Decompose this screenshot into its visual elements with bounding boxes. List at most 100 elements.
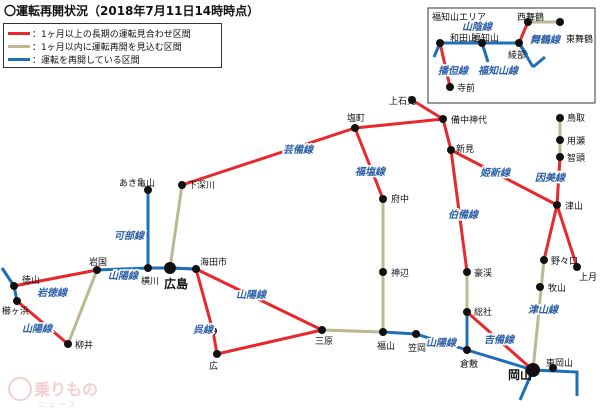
station-label: 櫛ヶ浜 bbox=[2, 305, 29, 317]
track-gantoku bbox=[13, 268, 98, 288]
line-label: 舞鶴線 bbox=[530, 34, 562, 46]
station-dot bbox=[144, 264, 152, 272]
station-dot bbox=[144, 186, 152, 194]
station-label: 新見 bbox=[456, 143, 474, 155]
line-label: 山陰線 bbox=[462, 21, 494, 33]
station-dot bbox=[318, 326, 326, 334]
station-dot bbox=[463, 268, 471, 276]
track-kure bbox=[194, 268, 323, 356]
station-label: 鳥取 bbox=[567, 112, 585, 124]
station-dot bbox=[549, 364, 557, 372]
station-dot bbox=[213, 350, 221, 358]
station-label: あき亀山 bbox=[119, 177, 155, 189]
legend-text: ：運転を再開している区間 bbox=[32, 55, 140, 66]
station-label: 和田山 bbox=[450, 33, 477, 44]
track-sanyo-mihara-fukuyama bbox=[321, 328, 384, 334]
watermark-logo: 乗りもの ニュース bbox=[8, 377, 98, 409]
station-label: 海田市 bbox=[200, 256, 227, 268]
station-dot bbox=[556, 114, 564, 122]
station-label: 福知山 bbox=[472, 32, 499, 44]
tracks bbox=[0, 98, 579, 401]
track-sanyo-iwakuni-yanai bbox=[66, 269, 99, 345]
station-label: 備中神代 bbox=[451, 114, 487, 126]
station-dot bbox=[478, 39, 486, 47]
station-dot-major bbox=[526, 363, 540, 377]
station-dot bbox=[524, 18, 532, 26]
station-dot bbox=[93, 266, 101, 274]
station-label: 牧山 bbox=[548, 282, 566, 294]
station-label: 東岡山 bbox=[546, 357, 573, 369]
station-dot bbox=[553, 201, 561, 209]
station-label-major: 岡山 bbox=[508, 367, 532, 382]
station-dot bbox=[446, 83, 454, 91]
station-label: 智頭 bbox=[567, 152, 585, 164]
station-dot-major bbox=[164, 262, 176, 274]
legend-swatch-tan bbox=[8, 44, 30, 48]
station-label: 笠岡 bbox=[408, 342, 426, 354]
line-label: 山陽線 bbox=[108, 270, 140, 282]
station-dot bbox=[536, 283, 544, 291]
station-dot bbox=[192, 265, 200, 273]
track-sanyo-okayama-east bbox=[532, 368, 579, 396]
track-geibi-niimi bbox=[441, 118, 453, 151]
station-dot bbox=[447, 146, 455, 154]
station-dot bbox=[379, 268, 387, 276]
station-dot bbox=[540, 256, 548, 264]
line-label: 芸備線 bbox=[283, 144, 315, 156]
station-label: 神辺 bbox=[391, 267, 409, 279]
line-label: 山陽線 bbox=[426, 337, 458, 349]
legend-swatch-blue bbox=[8, 57, 30, 61]
logo-mark-icon bbox=[8, 377, 32, 401]
station-label: 綾部 bbox=[508, 49, 526, 61]
station-label: 下深川 bbox=[188, 180, 215, 191]
station-dot bbox=[408, 96, 416, 104]
station-dot bbox=[556, 136, 564, 144]
inset-frame bbox=[427, 7, 596, 104]
track-kibi bbox=[466, 310, 536, 374]
track-fukuen-north bbox=[353, 127, 385, 200]
station-dot bbox=[10, 282, 18, 290]
track-hakubi bbox=[449, 149, 469, 273]
station-label: 西舞鶴 bbox=[517, 11, 544, 23]
legend-text: ：1ヶ月以上の長期の運転見合わせ区間 bbox=[32, 29, 191, 40]
line-label: 伯備線 bbox=[448, 209, 480, 221]
track-sanyo-west bbox=[96, 266, 197, 272]
track-hakubi-north bbox=[411, 98, 444, 121]
legend-item-long-term: ：1ヶ月以上の長期の運転見合わせ区間 bbox=[8, 27, 191, 40]
station-label: 徳山 bbox=[22, 274, 40, 286]
legend-text: ：1ヶ月以内に運転再開を見込む区間 bbox=[32, 42, 182, 53]
track-tsuyama-north bbox=[542, 204, 559, 261]
track-geibi-west bbox=[168, 184, 184, 269]
logo-text: 乗りもの bbox=[34, 380, 98, 399]
station-dot bbox=[209, 327, 217, 335]
track-kishin-kamitsuki bbox=[555, 204, 579, 268]
legend-swatch-red bbox=[8, 31, 30, 35]
track-kishin bbox=[450, 148, 558, 207]
line-label: 因美線 bbox=[535, 172, 567, 184]
line-label: 福塩線 bbox=[355, 166, 387, 178]
station-dot bbox=[556, 18, 564, 26]
station-label: 総社 bbox=[474, 306, 492, 318]
station-label: 岩国 bbox=[89, 256, 107, 268]
line-label: 可部線 bbox=[114, 230, 146, 242]
inset-title: 福知山エリア bbox=[432, 11, 486, 23]
station-dot bbox=[463, 308, 471, 316]
stations bbox=[10, 96, 581, 377]
station-labels: 上石見 備中神代 新見 塩町 下深川 あき亀山 府中 神辺 福山 笠岡 倉敷 岡… bbox=[2, 96, 597, 382]
line-labels: 芸備線 福塩線 伯備線 姫新線 因美線 津山線 吉備線 山陽線 山陽線 呉線 可… bbox=[21, 143, 569, 351]
station-dot bbox=[412, 330, 420, 338]
station-dot bbox=[463, 346, 471, 354]
station-dot bbox=[351, 124, 359, 132]
station-label: 上月 bbox=[579, 272, 597, 283]
station-label: 津山 bbox=[565, 201, 583, 212]
station-dot bbox=[439, 115, 447, 123]
station-dot bbox=[515, 39, 523, 47]
line-label: 岩徳線 bbox=[37, 287, 69, 299]
legend-item-within-month: ：1ヶ月以内に運転再開を見込む区間 bbox=[8, 40, 182, 53]
station-label: 三原 bbox=[315, 336, 333, 347]
line-label: 福知山線 bbox=[478, 65, 520, 77]
line-label: 播但線 bbox=[438, 65, 470, 77]
station-dot bbox=[573, 263, 581, 271]
station-label: 上石見 bbox=[389, 96, 416, 107]
